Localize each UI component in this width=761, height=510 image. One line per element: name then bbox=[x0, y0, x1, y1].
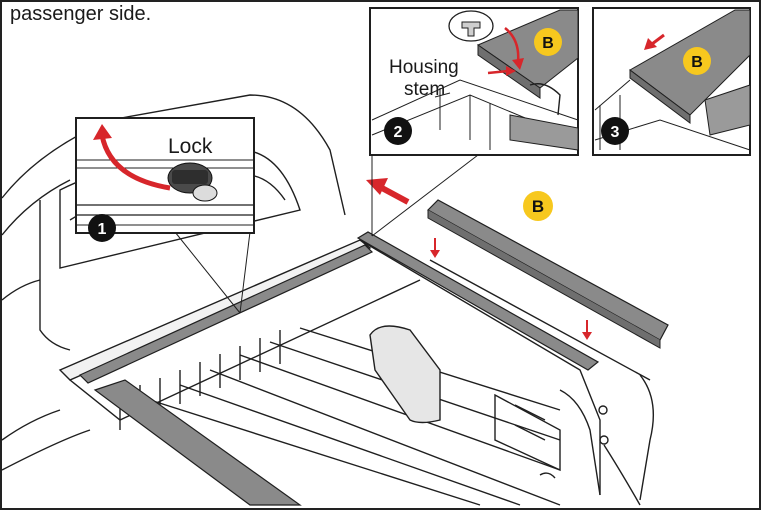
rail-part-b bbox=[427, 199, 669, 349]
svg-text:B: B bbox=[691, 54, 703, 71]
svg-text:B: B bbox=[532, 197, 544, 216]
step-1-badge: 1 bbox=[88, 214, 116, 242]
leader-lines bbox=[174, 154, 479, 314]
lock-label: Lock bbox=[168, 135, 213, 158]
svg-text:2: 2 bbox=[394, 124, 403, 141]
inset-lock: Lock 1 bbox=[75, 117, 255, 242]
inset-slide: B 3 bbox=[592, 7, 751, 156]
housing-label-line2: stem bbox=[404, 79, 445, 100]
badge-b-inset2: B bbox=[534, 28, 562, 56]
badge-b-inset3: B bbox=[683, 47, 711, 75]
svg-text:3: 3 bbox=[611, 124, 620, 141]
installed-rail-near bbox=[93, 379, 302, 506]
badge-b-main: B bbox=[523, 191, 553, 221]
inset-housing: Housing stem B 2 bbox=[369, 7, 579, 156]
svg-text:1: 1 bbox=[98, 221, 107, 238]
caption-text: passenger side. bbox=[10, 3, 151, 25]
housing-label-line1: Housing bbox=[389, 57, 459, 78]
step-3-badge: 3 bbox=[601, 117, 629, 145]
down-arrows bbox=[430, 238, 592, 340]
installed-rail-front bbox=[78, 244, 374, 384]
rail-section-placed bbox=[356, 231, 600, 371]
svg-text:B: B bbox=[542, 35, 554, 52]
step-2-badge: 2 bbox=[384, 117, 412, 145]
